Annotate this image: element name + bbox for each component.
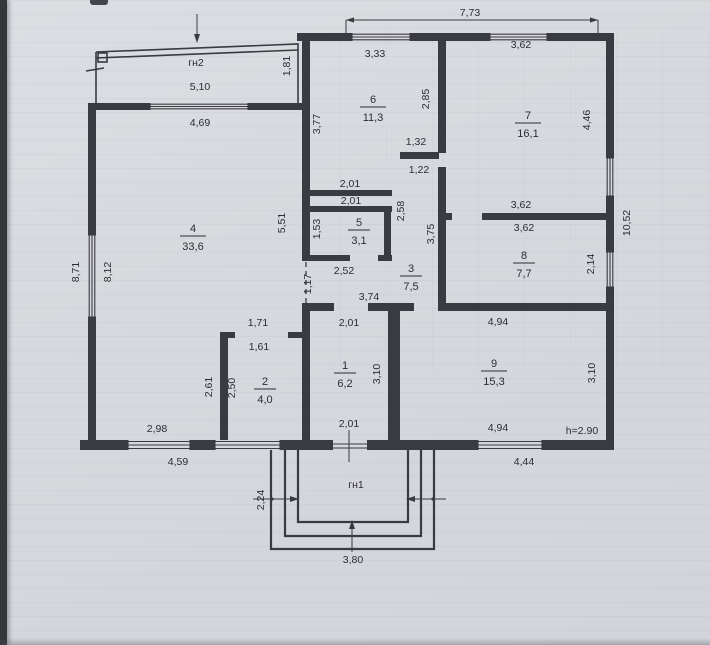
dim-r9-top: 4,94 (488, 316, 509, 328)
porch-top-label: гн2 (188, 57, 204, 69)
room-label-6: 6 11,3 (360, 94, 386, 124)
window-lines (88, 33, 614, 450)
dim-r1-top: 2,01 (339, 317, 360, 329)
room-8-number: 8 (521, 250, 527, 262)
height-note: h=2.90 (566, 425, 599, 437)
room-6-number: 6 (370, 94, 376, 106)
dim-r6-left: 3,77 (311, 114, 323, 135)
dim-r2-top-out: 1,71 (248, 317, 269, 329)
dim-bottom-right-out: 4,44 (514, 456, 535, 468)
dim-pass-a: 1,32 (406, 136, 427, 148)
dim-r2-left-out: 2,61 (203, 377, 215, 398)
dim-r6-right: 2,85 (420, 89, 432, 110)
dim-r6-top: 3,33 (365, 48, 386, 60)
room-8-area: 7,7 (516, 268, 531, 280)
dim-r8-right: 2,14 (585, 254, 597, 275)
room-label-1: 1 6,2 (334, 360, 356, 390)
room-2-area: 4,0 (257, 394, 272, 406)
porch-bottom-label: гн1 (348, 479, 364, 491)
room-9-number: 9 (491, 358, 497, 370)
room-5-number: 5 (356, 217, 362, 229)
dim-west-in: 8,12 (102, 262, 114, 283)
room-label-7: 7 16,1 (515, 110, 541, 140)
room-label-2: 2 4,0 (254, 376, 276, 406)
room-3-area: 7,5 (403, 281, 418, 293)
dim-r7-top: 3,62 (511, 39, 532, 51)
dim-top-span: 7,73 (460, 7, 481, 19)
dim-bottom-left-in: 2,98 (147, 423, 168, 435)
dim-r1-bottom: 2,01 (339, 418, 360, 430)
room-7-number: 7 (525, 110, 531, 122)
room-4-area: 33,6 (182, 241, 203, 253)
room-7-area: 16,1 (517, 128, 538, 140)
dim-pass-b: 1,22 (409, 164, 430, 176)
dim-gn1-width: 3,80 (343, 554, 364, 566)
page-bottom-shadow (0, 638, 710, 645)
room-label-4: 4 33,6 (180, 223, 206, 253)
labels: 7,73 гн2 5,10 4,69 1,81 3,33 3,62 3,77 2… (70, 7, 633, 566)
dim-r5-left: 1,53 (311, 219, 323, 240)
dim-east-total: 10,52 (621, 210, 633, 236)
room-label-3: 3 7,5 (400, 263, 422, 293)
dim-r9-right: 3,10 (586, 363, 598, 384)
dim-r8-top-in: 3,62 (514, 222, 535, 234)
dim-r5-top-out: 2,01 (340, 178, 361, 190)
dim-hall-b: 3,74 (359, 291, 380, 303)
page-left-edge (0, 0, 7, 645)
dim-bottom-left-out: 4,59 (168, 456, 189, 468)
dim-r9-bottom: 4,94 (488, 422, 509, 434)
porch-top-outline (85, 14, 299, 103)
dim-west-out: 8,71 (70, 262, 82, 283)
dim-r2-top-in: 1,61 (249, 341, 270, 353)
dim-r1-right: 3,10 (371, 364, 383, 385)
room-5-area: 3,1 (351, 235, 366, 247)
room-2-number: 2 (262, 376, 268, 388)
dim-r4-right: 5,51 (276, 213, 288, 234)
room-label-8: 8 7,7 (513, 250, 535, 280)
dim-r4-open: 1,17 (302, 274, 314, 295)
room-4-number: 4 (190, 223, 196, 235)
interior-walls (220, 41, 614, 440)
room-3-number: 3 (408, 263, 414, 275)
dim-gn2-depth: 1,81 (281, 56, 293, 77)
dim-gn1-depth: 2,24 (255, 490, 267, 511)
dim-hall-east: 3,75 (425, 224, 437, 245)
dim-gn2-out: 5,10 (190, 81, 211, 93)
dim-hall-up: 2,58 (395, 201, 407, 222)
room-label-5: 5 3,1 (348, 217, 370, 247)
dim-r7-right: 4,46 (581, 110, 593, 131)
room-6-area: 11,3 (363, 112, 384, 124)
dim-r8-top-out: 3,62 (511, 199, 532, 211)
dim-gn2-in: 4,69 (190, 117, 211, 129)
page-top-notch (90, 0, 108, 5)
dimension-lines (253, 17, 599, 552)
room-1-area: 6,2 (337, 378, 352, 390)
dim-hall-a: 2,52 (334, 265, 355, 277)
room-label-9: 9 15,3 (481, 358, 507, 388)
dim-r5-top-in: 2,01 (341, 195, 362, 207)
room-1-number: 1 (342, 360, 348, 372)
room-9-area: 15,3 (483, 376, 504, 388)
dim-r2-left-in: 2,50 (226, 378, 238, 399)
